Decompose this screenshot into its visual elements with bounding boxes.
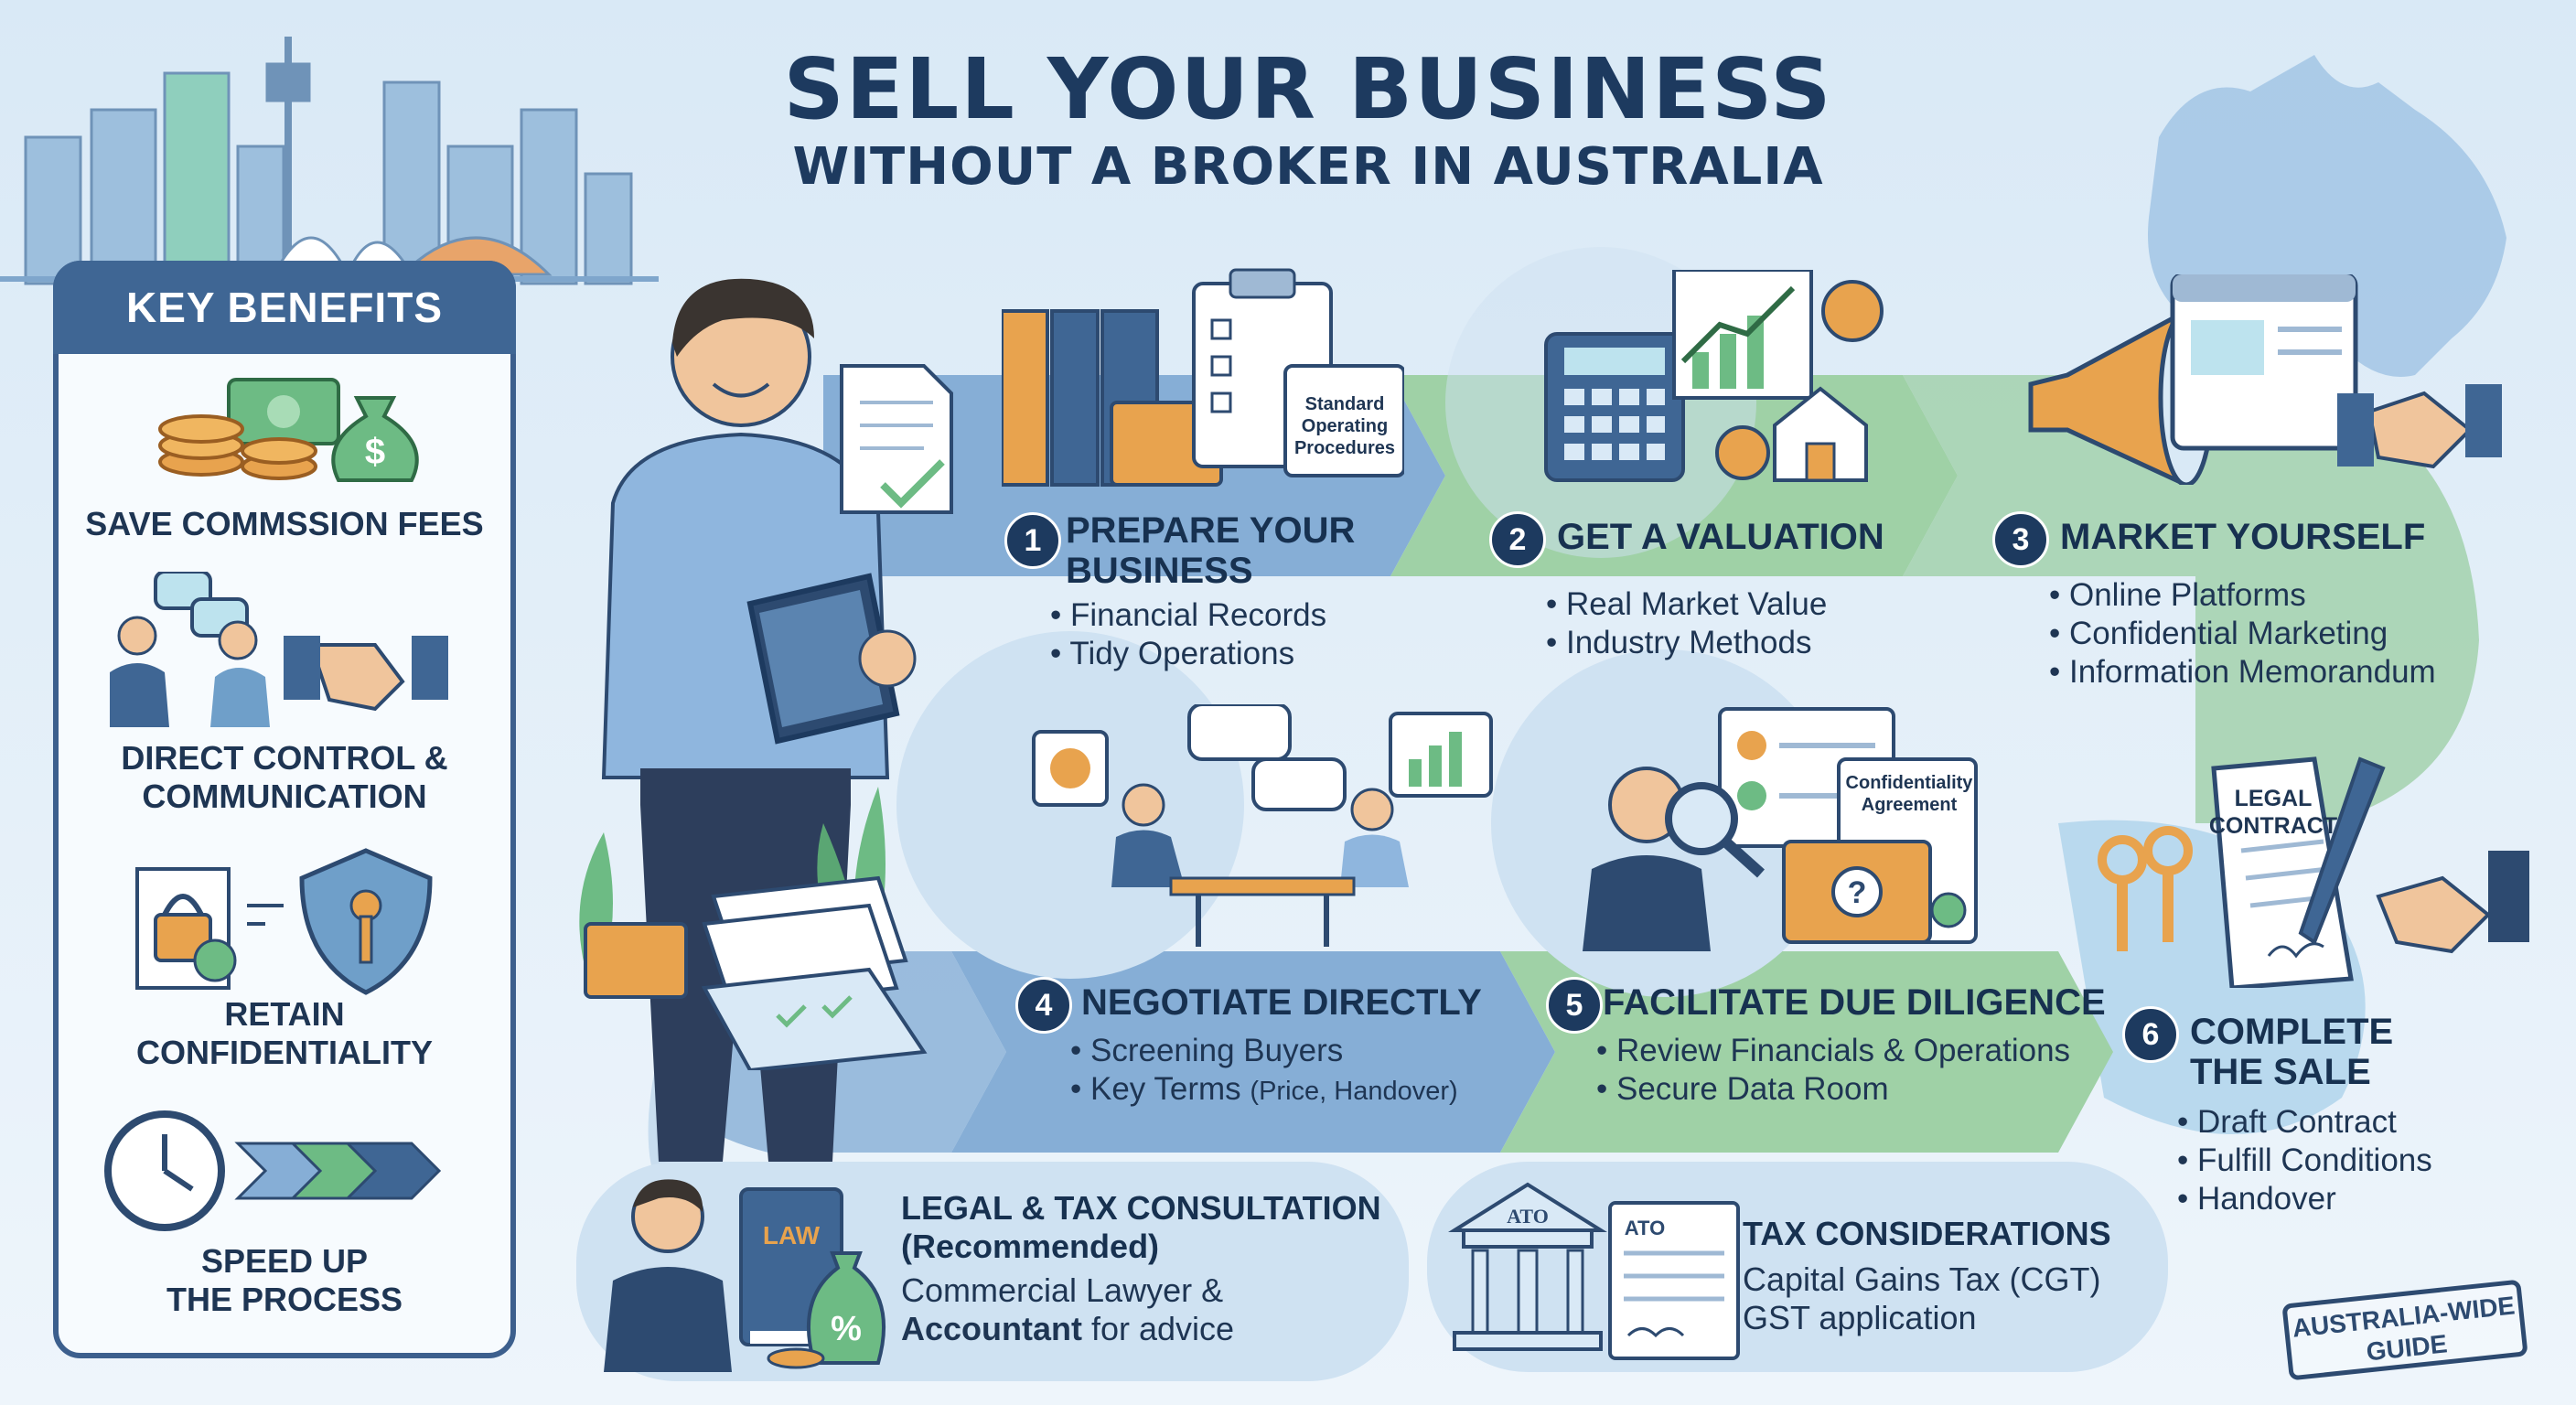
calculator-and-chart-icon — [1544, 270, 1884, 482]
legal-callout-title: LEGAL & TAX CONSULTATION (Recommended) — [901, 1189, 1381, 1265]
step-5-bullets: Review Financials & Operations Secure Da… — [1596, 1032, 2070, 1109]
megaphone-and-handshake-icon — [2028, 274, 2502, 485]
step-6-title: COMPLETE THE SALE — [2190, 1012, 2394, 1092]
contract-keys-handshake-icon — [2098, 756, 2529, 988]
step-5-bullet: Secure Data Room — [1596, 1070, 2070, 1109]
legal-callout-rest: for advice — [1082, 1310, 1235, 1347]
page-title: SELL YOUR BUSINESS — [783, 40, 1833, 138]
step-2-number: 2 — [1489, 511, 1546, 568]
step-6-bullet: Fulfill Conditions — [2177, 1142, 2432, 1180]
step-4-bullet-text: Key Terms — [1089, 1071, 1241, 1107]
step-3-bullets: Online Platforms Confidential Marketing … — [2049, 576, 2436, 692]
percent-bag-symbol: % — [831, 1310, 862, 1348]
svg-text:?: ? — [1848, 875, 1867, 910]
step-2-bullet: Industry Methods — [1546, 624, 1827, 662]
checked-document-icon — [840, 364, 953, 514]
step-1-bullet: Financial Records — [1050, 596, 1326, 635]
step-5-bullet: Review Financials & Operations — [1596, 1032, 2070, 1070]
key-benefits-heading: KEY BENEFITS — [53, 261, 516, 354]
legal-callout-bold: Accountant — [901, 1310, 1082, 1347]
step-5-title: FACILITATE DUE DILIGENCE — [1603, 982, 2106, 1023]
step-4-title: NEGOTIATE DIRECTLY — [1081, 982, 1482, 1023]
step-4-bullet: Key Terms (Price, Handover) — [1070, 1070, 1458, 1110]
step-2-bullets: Real Market Value Industry Methods — [1546, 585, 1827, 662]
lawyer-with-law-book-icon: LAW % — [604, 1179, 886, 1372]
step-3-bullet: Information Memorandum — [2049, 653, 2436, 692]
step-1-bullet: Tidy Operations — [1050, 635, 1326, 673]
sop-card-label: Standard Operating Procedures — [1293, 394, 1396, 458]
step-4-number: 4 — [1015, 977, 1072, 1034]
documents-stack-icon — [584, 875, 928, 1070]
tax-callout-line1: Capital Gains Tax (CGT) — [1743, 1260, 2101, 1298]
benefit-label-save-fees: SAVE COMMSSION FEES — [85, 505, 484, 542]
step-2-bullet: Real Market Value — [1546, 585, 1827, 624]
speed-clock-icon — [104, 1110, 442, 1231]
page-subtitle: WITHOUT A BROKER IN AUSTRALIA — [792, 137, 1824, 197]
step-6-bullet: Handover — [2177, 1180, 2432, 1218]
step-3-title: MARKET YOURSELF — [2060, 517, 2426, 557]
ato-form-label: ATO — [1625, 1217, 1665, 1239]
step-6-bullet: Draft Contract — [2177, 1103, 2432, 1142]
legal-contract-label: LEGAL CONTRACT — [2208, 786, 2338, 839]
step-3-bullet: Online Platforms — [2049, 576, 2436, 615]
confidentiality-agreement-label: Confidentiality Agreement — [1845, 773, 1973, 815]
step-2-title: GET A VALUATION — [1557, 517, 1884, 557]
step-4-bullet-note: (Price, Handover) — [1250, 1077, 1458, 1106]
benefit-label-speed: SPEED UP THE PROCESS — [166, 1242, 403, 1318]
due-diligence-inspector-icon: ? — [1583, 707, 1978, 951]
sydney-skyline-icon — [0, 37, 659, 285]
negotiation-meeting-icon — [1032, 704, 1493, 947]
money-bag-symbol: $ — [365, 432, 385, 472]
step-1-title: PREPARE YOUR BUSINESS — [1066, 510, 1356, 591]
benefit-label-confidentiality: RETAIN CONFIDENTIALITY — [136, 995, 433, 1071]
step-6-bullets: Draft Contract Fulfill Conditions Handov… — [2177, 1103, 2432, 1218]
confidentiality-icon — [135, 848, 433, 995]
law-book-label: LAW — [763, 1221, 821, 1249]
step-4-bullets: Screening Buyers Key Terms (Price, Hando… — [1070, 1032, 1458, 1110]
ato-building-label: ATO — [1507, 1205, 1549, 1228]
benefit-label-direct-control: DIRECT CONTROL & COMMUNICATION — [121, 739, 448, 815]
step-5-number: 5 — [1546, 977, 1603, 1034]
step-3-bullet: Confidential Marketing — [2049, 615, 2436, 653]
step-1-bullets: Financial Records Tidy Operations — [1050, 596, 1326, 673]
legal-callout-line2: Accountant for advice — [901, 1310, 1234, 1348]
binders-and-clipboard-icon — [1002, 268, 1404, 487]
tax-callout-title: TAX CONSIDERATIONS — [1743, 1215, 2111, 1252]
money-icon: $ — [158, 378, 419, 482]
step-4-bullet: Screening Buyers — [1070, 1032, 1458, 1070]
step-1-number: 1 — [1004, 512, 1061, 569]
legal-callout-line1: Commercial Lawyer & — [901, 1271, 1224, 1309]
ato-building-and-form-icon: ATO ATO — [1448, 1182, 1740, 1360]
step-3-number: 3 — [1992, 511, 2049, 568]
communication-icon — [110, 572, 448, 727]
tax-callout-line2: GST application — [1743, 1299, 1977, 1336]
step-6-number: 6 — [2122, 1006, 2179, 1063]
